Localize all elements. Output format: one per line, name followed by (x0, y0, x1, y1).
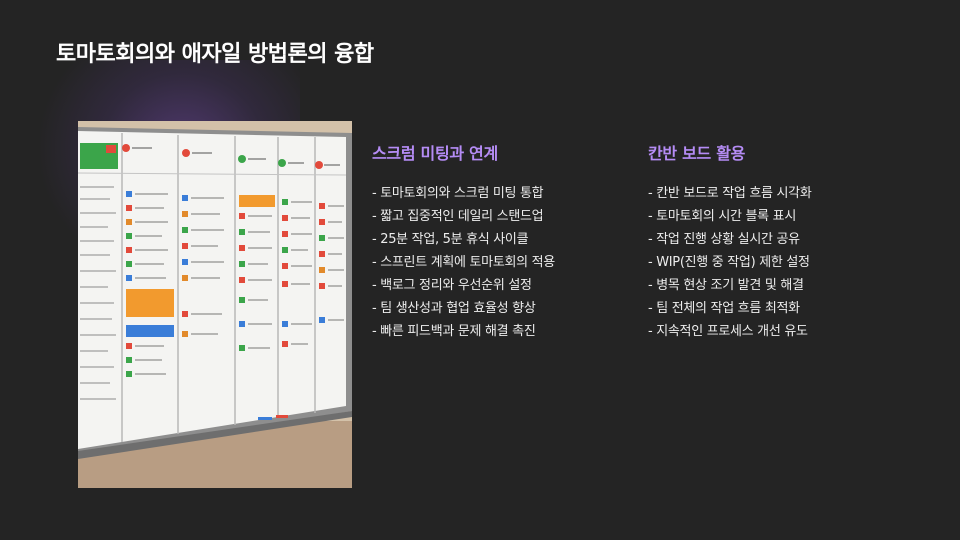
list-item: - 백로그 정리와 우선순위 설정 (372, 278, 532, 293)
list-item: - 25분 작업, 5분 휴식 사이클 (372, 232, 529, 247)
list-item: - 빠른 피드백과 문제 해결 촉진 (372, 324, 536, 339)
list-item: - 작업 진행 상황 실시간 공유 (648, 232, 800, 247)
kanban-list: - 칸반 보드로 작업 흐름 시각화 - 토마토회의 시간 블록 표시 - 작업… (648, 182, 898, 343)
slide-title: 토마토회의와 애자일 방법론의 융합 (56, 42, 374, 67)
scrum-section: 스크럼 미팅과 연계 - 토마토회의와 스크럼 미팅 통합 - 짧고 집중적인 … (372, 140, 622, 343)
whiteboard-kanban-photo (78, 121, 352, 488)
kanban-heading: 칸반 보드 활용 (648, 144, 746, 163)
list-item: - WIP(진행 중 작업) 제한 설정 (648, 255, 810, 270)
list-item: - 지속적인 프로세스 개선 유도 (648, 324, 808, 339)
scrum-heading: 스크럼 미팅과 연계 (372, 144, 498, 163)
list-item: - 토마토회의와 스크럼 미팅 통합 (372, 186, 544, 201)
scrum-list: - 토마토회의와 스크럼 미팅 통합 - 짧고 집중적인 데일리 스탠드업 - … (372, 182, 622, 343)
list-item: - 팀 전체의 작업 흐름 최적화 (648, 301, 800, 316)
list-item: - 팀 생산성과 협업 효율성 향상 (372, 301, 536, 316)
list-item: - 스프린트 계획에 토마토회의 적용 (372, 255, 555, 270)
list-item: - 칸반 보드로 작업 흐름 시각화 (648, 186, 812, 201)
kanban-section: 칸반 보드 활용 - 칸반 보드로 작업 흐름 시각화 - 토마토회의 시간 블… (648, 140, 898, 343)
list-item: - 토마토회의 시간 블록 표시 (648, 209, 796, 224)
list-item: - 병목 현상 조기 발견 및 해결 (648, 278, 804, 293)
kanban-board-illustration (78, 121, 352, 488)
list-item: - 짧고 집중적인 데일리 스탠드업 (372, 209, 544, 224)
